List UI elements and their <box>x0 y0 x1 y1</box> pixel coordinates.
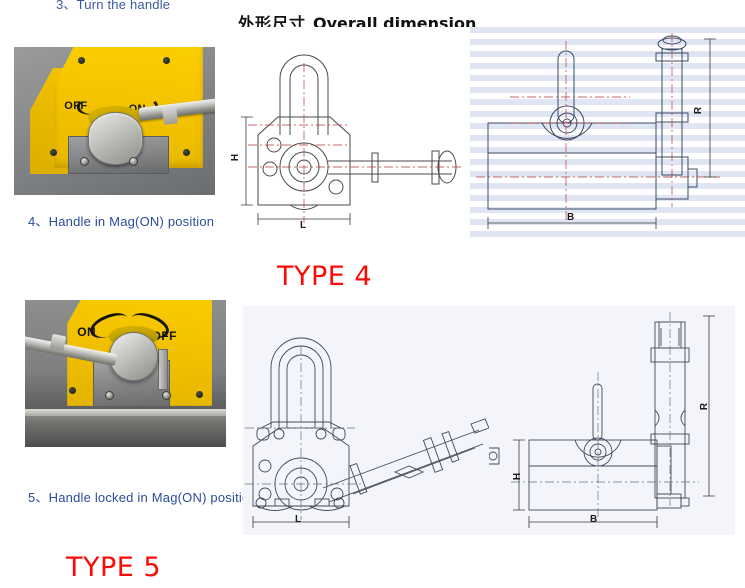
dim-label-L-bottom: L <box>295 514 302 525</box>
photo1-screw <box>50 149 58 157</box>
photo1-bolt <box>80 156 90 166</box>
photo2-bolt <box>105 391 115 401</box>
caption-step-5: 5、Handle locked in Mag(ON) position <box>28 490 257 505</box>
photo1-label-off: OFF <box>64 100 88 113</box>
photo1-screw <box>182 149 190 157</box>
photo1-screw <box>78 57 86 65</box>
photo2-steel-edge <box>25 408 226 417</box>
caption-step-4: 4、Handle in Mag(ON) position <box>28 214 215 229</box>
photo2-screw <box>195 391 203 399</box>
photo1-bolt <box>128 156 138 166</box>
dim-label-R-bottom: R <box>699 402 711 411</box>
step-3-caption-truncated: 3、Turn the handle <box>56 0 171 12</box>
dim-label-H-bottom: H <box>512 472 524 481</box>
type-4-label: TYPE 4 <box>277 261 373 292</box>
photo2-lock-bar <box>157 348 168 390</box>
dim-label-L: L <box>300 220 307 231</box>
dim-label-B-bottom: B <box>590 514 598 525</box>
photo2-rotation-knob <box>109 332 158 381</box>
drawing-panel-type4-side: H L <box>230 27 472 243</box>
photo-handle-locked-mag-on: ON OFF <box>25 300 226 447</box>
dim-label-R: R <box>693 106 705 115</box>
type4-front-view-drawing <box>470 27 745 243</box>
drawing-panel-type4-front: B R <box>470 27 745 243</box>
drawing-panel-type5: L <box>243 306 735 535</box>
photo2-label-on: ON <box>77 324 97 339</box>
photo-handle-mag-on: OFF ON <box>14 47 215 195</box>
photo2-label-off: OFF <box>151 329 177 344</box>
dim-label-H: H <box>230 153 242 162</box>
photo1-rotation-knob <box>88 112 143 166</box>
photo1-screw <box>162 57 170 65</box>
type4-side-view-drawing <box>232 27 472 243</box>
photo1-handle-joint <box>161 105 178 125</box>
photo2-bolt <box>161 391 171 401</box>
photo2-screw <box>69 386 77 394</box>
dim-label-B: B <box>567 212 575 223</box>
type-5-label: TYPE 5 <box>66 552 162 583</box>
type5-front-view-drawing <box>489 306 735 535</box>
type5-side-view-drawing <box>243 306 489 535</box>
